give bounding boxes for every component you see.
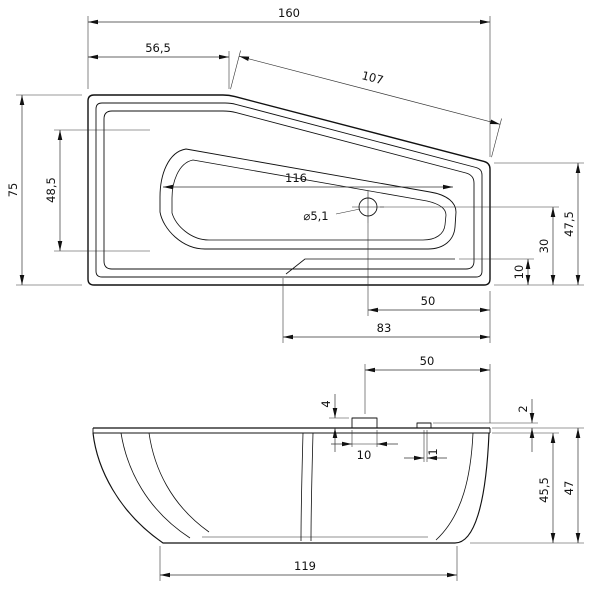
drain-diameter-label: ⌀5,1 (303, 209, 328, 223)
dim-label-overflow-fitting-width: 1 (426, 448, 440, 455)
dim-label-inner-basin-length: 116 (285, 171, 307, 185)
dim-drain-fitting-width: 10 (331, 430, 398, 462)
dim-ledge-from-right: 83 (282, 278, 490, 343)
dim-drain-from-bottom: 30 (380, 206, 559, 285)
inner-wall-curve-right (435, 432, 474, 541)
dim-top-edge-slanted: 107 (230, 50, 502, 158)
tub-side-outline (92, 417, 491, 544)
dim-drain-fitting-height: 4 (319, 394, 349, 452)
dim-ledge-from-bottom: 10 (459, 258, 534, 285)
dim-label-overall-length: 160 (278, 6, 300, 20)
dim-drain-from-right: 50 (367, 223, 491, 343)
inner-wall-curve-2 (148, 432, 210, 533)
center-seam-2 (310, 432, 314, 542)
tub-rim-line-1 (95, 102, 483, 278)
dim-width-right-end: 47,5 (494, 162, 584, 286)
dim-top-edge-straight: 56,5 (88, 41, 230, 89)
inner-wall-curve-1 (120, 432, 191, 539)
dim-label-ledge-from-bottom: 10 (512, 265, 526, 280)
dim-label-drain-fitting-width: 10 (357, 448, 372, 462)
top-view: 160 56,5 107 75 48,5 (6, 6, 584, 343)
dim-width-left-end: 75 (6, 94, 82, 286)
dim-label-width-left-end: 75 (6, 183, 20, 198)
dim-side-drain-from-right: 50 (364, 354, 491, 423)
dim-overflow-fitting-height: 2 (433, 399, 538, 452)
dim-label-ledge-from-right: 83 (377, 321, 392, 335)
center-seam-1 (300, 432, 304, 542)
drain-diameter-callout: ⌀5,1 (303, 208, 361, 223)
dim-label-top-edge-slanted: 107 (360, 68, 385, 87)
tub-outer-edge (87, 94, 491, 286)
basin-rim (159, 148, 457, 250)
dim-label-inner-depth: 45,5 (537, 477, 551, 503)
dim-overall-length: 160 (87, 6, 491, 157)
dim-label-flat-base-length: 119 (294, 559, 316, 573)
tub-rim-line-2 (103, 110, 475, 270)
dim-label-side-drain-from-right: 50 (420, 354, 435, 368)
drain-symbol (352, 191, 384, 223)
seat-ledge-line (285, 258, 455, 275)
drain-fitting (351, 417, 378, 428)
dim-inner-width-left: 48,5 (44, 129, 150, 252)
dim-label-inner-width-left: 48,5 (44, 177, 58, 203)
basin-floor (171, 159, 447, 241)
dim-label-top-edge-straight: 56,5 (145, 41, 171, 55)
tub-body-profile (92, 432, 490, 544)
dim-label-overall-height: 47 (562, 481, 576, 496)
overflow-fitting (416, 422, 432, 428)
dim-flat-base-length: 119 (159, 546, 458, 581)
dim-label-width-right-end: 47,5 (562, 211, 576, 237)
dim-overflow-fitting-width: 1 (404, 430, 447, 462)
dim-label-drain-from-right: 50 (421, 294, 436, 308)
dim-inner-basin-length: 116 (163, 171, 453, 190)
dim-inner-depth: 45,5 (470, 432, 584, 544)
side-view: 50 4 2 10 (92, 354, 584, 581)
dim-label-drain-from-bottom: 30 (537, 239, 551, 254)
dim-label-overflow-fitting-height: 2 (516, 405, 530, 412)
dim-overall-height: 47 (492, 427, 584, 543)
tub-top-outline (87, 94, 491, 286)
dim-label-drain-fitting-height: 4 (319, 400, 333, 407)
